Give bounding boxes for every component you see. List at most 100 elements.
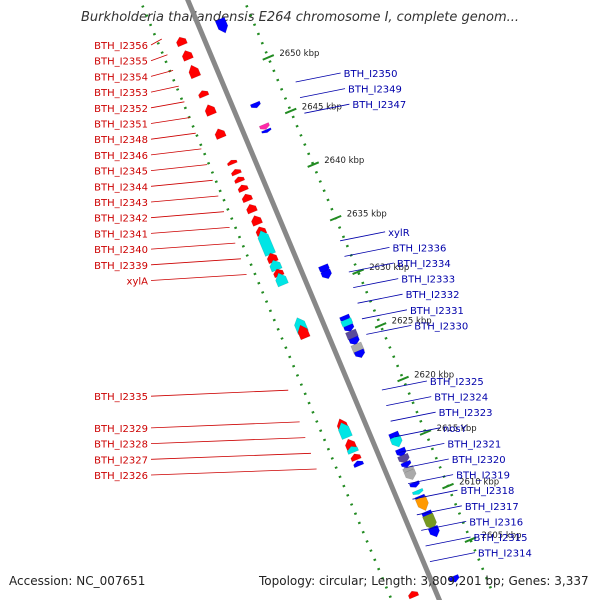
gene-feature-red — [234, 176, 246, 185]
kbp-tick-mark — [307, 161, 320, 168]
gene-feature-pink — [258, 122, 270, 130]
kbp-tick-label: 2605 kbp — [482, 531, 522, 541]
right-label-leader — [381, 380, 427, 391]
right-gene-label: BTH_I2320 — [452, 455, 506, 466]
right-label-leader — [425, 536, 471, 547]
gene-feature-red — [226, 159, 238, 167]
kbp-tick-mark — [419, 429, 432, 436]
left-label-leader — [150, 54, 168, 62]
gene-feature-blue — [348, 335, 360, 346]
right-gene-label: BTH_I2336 — [392, 243, 446, 254]
kbp-tick-mark — [374, 322, 387, 329]
left-gene-label: BTH_I2326 — [94, 471, 148, 482]
left-label-leader — [150, 389, 289, 397]
kbp-tick-mark — [329, 214, 342, 222]
left-gene-label: BTH_I2345 — [94, 167, 148, 178]
left-label-leader — [150, 437, 306, 444]
kbp-tick-label: 2615 kbp — [437, 424, 477, 434]
right-gene-label: BTH_I2325 — [430, 377, 484, 388]
gene-feature-blue — [343, 323, 355, 332]
kbp-tick-mark — [442, 482, 454, 490]
gene-feature-blue — [353, 460, 365, 469]
left-gene-label: BTH_I2335 — [94, 392, 148, 403]
left-gene-label: BTH_I2351 — [94, 120, 148, 131]
left-gene-label: BTH_I2346 — [94, 151, 148, 162]
left-gene-label: BTH_I2343 — [94, 198, 148, 209]
kbp-tick-label: 2635 kbp — [347, 210, 387, 220]
right-label-leader — [295, 72, 341, 83]
kbp-tick-mark — [262, 54, 275, 61]
right-gene-label: xylR — [388, 228, 410, 239]
left-gene-label: BTH_I2344 — [94, 182, 148, 193]
left-label-leader — [150, 227, 230, 234]
gene-feature-red — [198, 90, 210, 99]
left-label-leader — [150, 468, 317, 476]
left-label-leader — [150, 274, 247, 281]
gene-feature-blue — [353, 348, 366, 358]
left-gene-label: xylA — [127, 277, 149, 288]
gene-feature-cyan — [389, 434, 403, 448]
left-gene-label: BTH_I2329 — [94, 424, 148, 435]
gene-feature-olive — [422, 512, 437, 531]
accession-text: Accession: NC_007651 — [9, 574, 146, 588]
right-label-leader — [357, 293, 403, 304]
gene-feature-red — [230, 169, 243, 177]
gene-feature-blue — [448, 573, 460, 583]
left-gene-label: BTH_I2353 — [94, 88, 148, 99]
kbp-tick-mark — [352, 268, 365, 276]
left-label-leader — [150, 211, 225, 219]
kbp-tick-label: 2625 kbp — [392, 317, 432, 327]
left-label-leader — [150, 195, 219, 203]
left-gene-label: BTH_I2339 — [94, 261, 148, 272]
kbp-tick-label: 2650 kbp — [279, 49, 319, 59]
gene-feature-red — [246, 203, 258, 215]
right-label-leader — [344, 247, 390, 257]
left-label-leader — [150, 179, 213, 187]
right-gene-label: BTH_I2333 — [401, 275, 455, 286]
right-label-leader — [386, 396, 432, 406]
gene-feature-red — [237, 184, 249, 194]
backbone-line — [185, 0, 443, 600]
right-gene-label: BTH_I2323 — [439, 408, 493, 419]
left-gene-label: BTH_I2340 — [94, 245, 148, 256]
gene-feature-orange — [414, 495, 429, 512]
right-label-leader — [403, 458, 449, 469]
right-gene-label: BTH_I2349 — [348, 85, 402, 96]
map-title: Burkholderia thailandensis E264 chromoso… — [80, 10, 520, 25]
gene-feature-red — [407, 590, 420, 600]
right-label-leader — [394, 427, 441, 438]
left-label-leader — [150, 421, 300, 429]
left-label-leader — [150, 132, 196, 140]
gene-feature-red — [350, 453, 362, 463]
gene-feature-red — [214, 128, 227, 140]
right-label-leader — [429, 552, 476, 562]
right-label-leader — [348, 262, 394, 273]
left-gene-label: BTH_I2328 — [94, 440, 148, 451]
gene-feature-blue — [214, 16, 229, 34]
kbp-tick-label: 2645 kbp — [302, 102, 342, 112]
left-label-leader — [150, 85, 179, 93]
right-gene-label: BTH_I2350 — [344, 69, 398, 80]
left-label-leader — [150, 70, 174, 77]
left-gene-label: BTH_I2354 — [94, 72, 148, 83]
right-label-leader — [304, 103, 350, 114]
gene-feature-red — [297, 324, 311, 341]
left-gene-label: BTH_I2348 — [94, 135, 148, 146]
gene-feature-blue — [261, 127, 272, 134]
right-gene-label: BTH_I2314 — [478, 549, 532, 560]
right-gene-label: BTH_I2332 — [406, 290, 460, 301]
right-gene-label: BTH_I2330 — [414, 321, 468, 332]
right-gene-label: BTH_I2319 — [456, 471, 510, 482]
right-gene-label: BTH_I2347 — [352, 100, 406, 111]
kbp-tick-label: 2640 kbp — [324, 156, 364, 166]
right-gene-label: BTH_I2317 — [465, 502, 519, 513]
left-label-leader — [150, 38, 162, 46]
gene-feature-cyan — [275, 272, 289, 288]
gene-feature-red — [176, 36, 188, 48]
left-label-leader — [150, 242, 236, 250]
topology-text: Topology: circular; Length: 3,809,201 bp… — [259, 574, 589, 588]
right-label-leader — [361, 309, 408, 320]
left-gene-label: BTH_I2352 — [94, 104, 148, 115]
